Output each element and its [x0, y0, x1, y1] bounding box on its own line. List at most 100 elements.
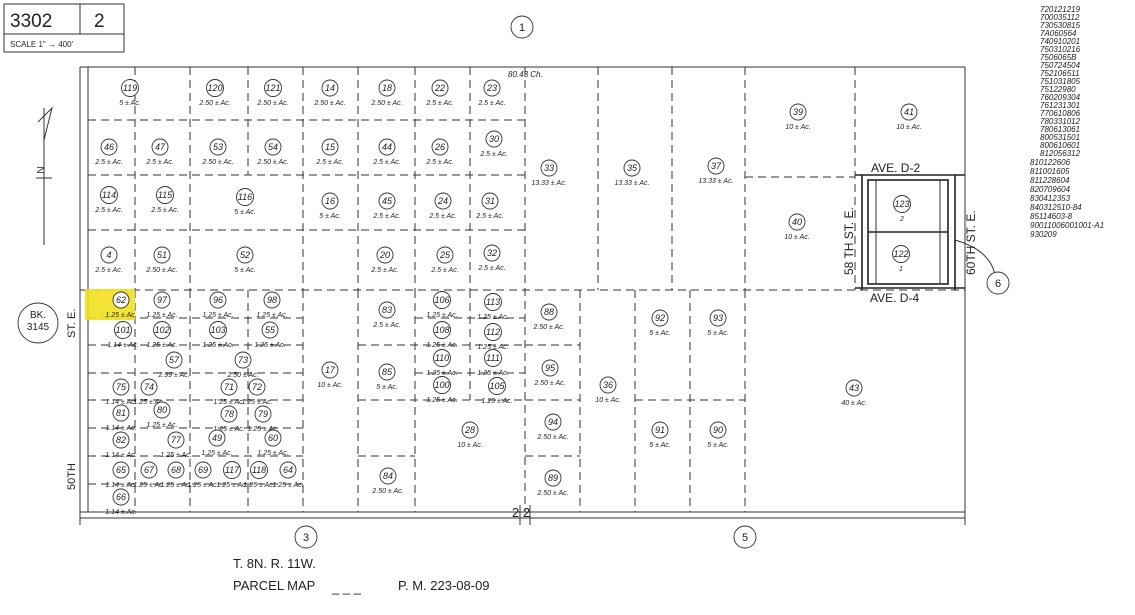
parcel-acreage: 1.25 ± Ac. [146, 422, 177, 429]
parcel-71[interactable]: 711.25 ± Ac. [213, 378, 245, 406]
parcel-acreage: 10 ± Ac. [784, 234, 809, 241]
parcel-89[interactable]: 892.50 ± Ac. [536, 469, 569, 497]
parcel-82[interactable]: 821.14 ± Ac. [105, 431, 137, 459]
parcel-26[interactable]: 262.5 ± Ac. [425, 138, 454, 166]
parcel-80[interactable]: 801.25 ± Ac. [146, 401, 178, 429]
parcel-98[interactable]: 981.25 ± Ac. [256, 291, 288, 319]
sheet-ref-5[interactable]: 5 [733, 525, 757, 549]
parcel-16[interactable]: 165 ± Ac. [319, 192, 341, 220]
parcel-44[interactable]: 442.5 ± Ac. [372, 138, 401, 166]
parcel-number: 89 [548, 473, 558, 483]
parcel-49[interactable]: 491.25 ± Ac. [201, 429, 233, 457]
parcel-88[interactable]: 882.50 ± Ac. [532, 303, 565, 331]
parcel-103[interactable]: 1031.25 ± Ac. [202, 321, 234, 350]
parcel-79[interactable]: 791.25 ± Ac. [247, 405, 279, 433]
parcel-97[interactable]: 971.25 ± Ac. [146, 291, 178, 319]
parcel-52[interactable]: 525 ± Ac. [234, 246, 256, 274]
parcel-circle [431, 79, 449, 97]
parcel-84[interactable]: 842.50 ± Ac. [371, 467, 404, 495]
parcel-94[interactable]: 942.50 ± Ac. [536, 413, 569, 441]
parcel-20[interactable]: 202.5 ± Ac. [370, 246, 399, 274]
parcel-32[interactable]: 322.5 ± Ac. [477, 244, 506, 272]
parcel-74[interactable]: 741.25 ± Ac. [133, 378, 165, 406]
parcel-30[interactable]: 302.5 ± Ac. [479, 130, 508, 158]
parcel-81[interactable]: 811.14 ± Ac. [105, 404, 137, 432]
parcel-circle [321, 138, 339, 156]
parcel-23[interactable]: 232.5 ± Ac. [477, 79, 506, 107]
parcel-45[interactable]: 452.5 ± Ac. [372, 192, 401, 220]
parcel-68[interactable]: 681.25 ± Ac. [160, 461, 192, 489]
parcel-91[interactable]: 915 ± Ac. [649, 421, 671, 449]
parcel-53[interactable]: 532.50 ± Ac. [201, 138, 234, 166]
parcel-66[interactable]: 661.14 ± Ac. [105, 488, 137, 516]
parcel-95[interactable]: 952.50 ± Ac. [533, 359, 566, 387]
parcel-4[interactable]: 42.5 ± Ac. [94, 246, 123, 274]
parcel-78[interactable]: 781.25 ± Ac. [213, 405, 245, 433]
parcel-83[interactable]: 832.5 ± Ac. [372, 301, 401, 329]
parcel-47[interactable]: 472.5 ± Ac. [145, 138, 174, 166]
parcel-acreage: 2.50 ± Ac. [145, 267, 177, 274]
parcel-102[interactable]: 1021.25 ± Ac. [146, 321, 178, 350]
parcel-31[interactable]: 312.5 ± Ac. [475, 192, 504, 220]
parcel-69[interactable]: 691.25 ± Ac. [187, 461, 219, 489]
parcel-46[interactable]: 462.5 ± Ac. [94, 138, 123, 166]
parcel-62[interactable]: 621.25 ± Ac. [105, 291, 137, 319]
parcel-73[interactable]: 732.50 ± Ac. [226, 351, 259, 379]
parcel-121[interactable]: 1212.50 ± Ac. [256, 79, 289, 108]
parcel-14[interactable]: 142.50 ± Ac. [313, 79, 346, 107]
sheet-ref-6[interactable]: 6 [986, 271, 1010, 295]
parcel-65[interactable]: 651.14 ± Ac. [105, 461, 137, 489]
parcel-96[interactable]: 961.25 ± Ac. [202, 291, 234, 319]
parcel-93[interactable]: 935 ± Ac. [707, 309, 729, 337]
parcel-22[interactable]: 222.5 ± Ac. [425, 79, 454, 107]
parcel-60[interactable]: 601.25 ± Ac. [257, 429, 289, 457]
parcel-90[interactable]: 905 ± Ac. [707, 421, 729, 449]
parcel-72[interactable]: 721.25 ± Ac. [241, 378, 273, 406]
parcel-67[interactable]: 671.25 ± Ac. [133, 461, 165, 489]
parcel-57[interactable]: 572.99 ± Ac. [157, 351, 190, 379]
parcel-51[interactable]: 512.50 ± Ac. [145, 246, 178, 274]
parcel-64[interactable]: 641.25 ± Ac. [272, 461, 304, 489]
parcel-55[interactable]: 551.25 ± Ac. [254, 321, 286, 349]
parcel-77[interactable]: 771.25 ± Ac. [160, 431, 192, 459]
parcel-100[interactable]: 1001.25 ± Ac. [426, 376, 458, 405]
parcel-15[interactable]: 152.5 ± Ac. [315, 138, 344, 166]
parcel-92[interactable]: 925 ± Ac. [649, 309, 671, 337]
sheet-ref-3[interactable]: 3 [294, 525, 318, 549]
parcel-85[interactable]: 855 ± Ac. [376, 363, 398, 391]
parcel-acreage: 5 ± Ac. [119, 100, 141, 107]
sheet-ref-1[interactable]: 1 [510, 15, 534, 39]
parcel-18[interactable]: 182.50 ± Ac. [370, 79, 403, 107]
parcel-75[interactable]: 751.14 ± Ac. [105, 378, 137, 406]
parcel-25[interactable]: 252.5 ± Ac. [430, 246, 459, 274]
parcel-24[interactable]: 242.5 ± Ac. [428, 192, 457, 220]
parcel-54[interactable]: 542.50 ± Ac. [256, 138, 289, 166]
